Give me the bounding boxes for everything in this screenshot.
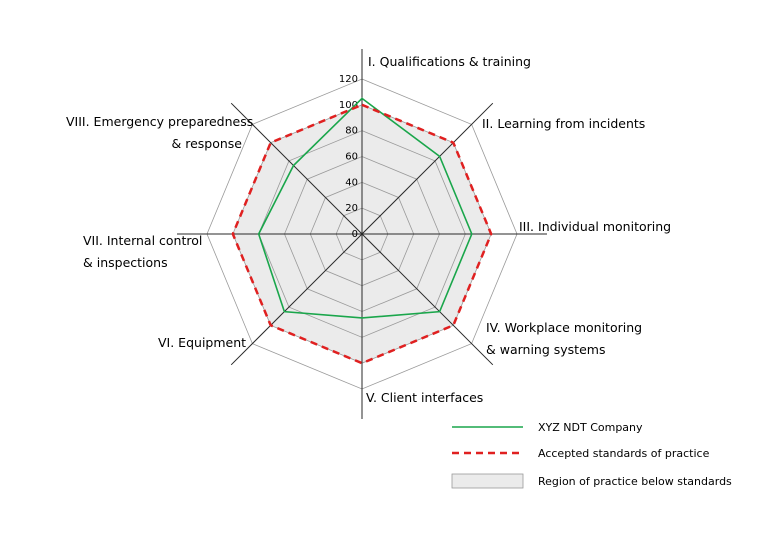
tick-label-0: 0 xyxy=(352,229,358,240)
category-label-8-line-1: VIII. Emergency preparedness xyxy=(66,114,253,129)
tick-label-60: 60 xyxy=(345,152,358,163)
tick-label-20: 20 xyxy=(345,203,358,214)
axis-spoke-8 xyxy=(230,102,363,235)
legend-label-accepted-standards: Accepted standards of practice xyxy=(538,447,710,460)
legend-swatch-shaded-region xyxy=(451,473,524,489)
tick-label-80: 80 xyxy=(345,126,358,137)
category-label-4-line-1: IV. Workplace monitoring xyxy=(486,320,642,335)
axis-spoke-6 xyxy=(230,233,363,366)
legend-label-shaded-region: Region of practice below standards xyxy=(538,475,732,488)
tick-label-100: 100 xyxy=(339,100,358,111)
category-label-4-line-2: & warning systems xyxy=(486,342,605,357)
axis-spoke-2 xyxy=(361,102,494,235)
category-label-2: II. Learning from incidents xyxy=(482,116,645,131)
legend-label-xyz-ndt-company: XYZ NDT Company xyxy=(538,421,643,434)
axis-spoke-4 xyxy=(361,233,494,366)
category-label-3: III. Individual monitoring xyxy=(519,219,671,234)
category-label-7-line-1: VII. Internal control xyxy=(83,233,202,248)
category-label-5: V. Client interfaces xyxy=(366,390,483,405)
category-label-6: VI. Equipment xyxy=(158,335,246,350)
category-label-8-line-2: & response xyxy=(172,136,243,151)
tick-label-40: 40 xyxy=(345,177,358,188)
series-xyz-ndt-company xyxy=(257,97,473,319)
tick-label-120: 120 xyxy=(339,74,358,85)
category-label-1: I. Qualifications & training xyxy=(368,54,531,69)
category-label-7-line-2: & inspections xyxy=(83,255,168,270)
